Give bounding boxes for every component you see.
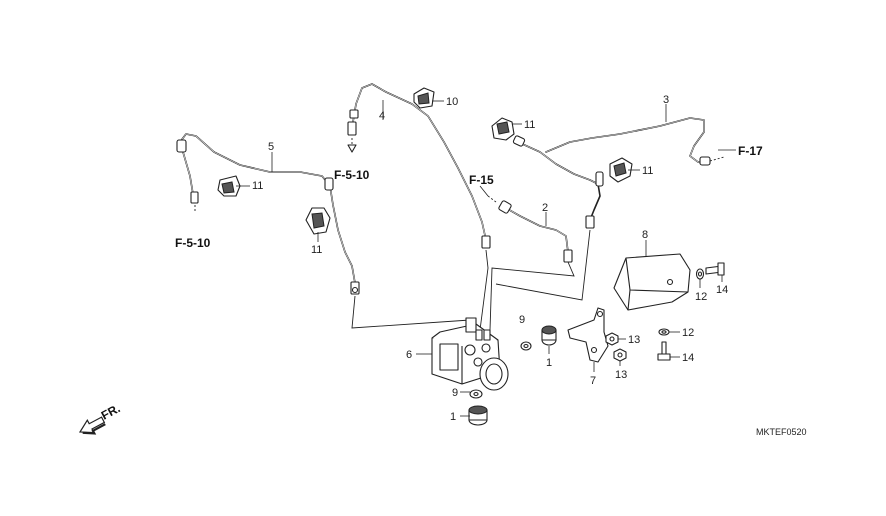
pipe-clip-11c — [491, 117, 515, 141]
washer-12a — [695, 268, 705, 280]
callout-8: 8 — [642, 229, 648, 241]
ref-f-5-10-top: F-5-10 — [334, 168, 370, 182]
callout-9: 9 — [452, 387, 458, 399]
ref-f-17: F-17 — [738, 144, 763, 158]
callout-11: 11 — [642, 165, 653, 177]
diagram-code: MKTEF0520 — [756, 427, 807, 437]
callout-13: 13 — [628, 334, 640, 346]
ref-f-15: F-15 — [469, 173, 494, 187]
callout-5: 5 — [268, 141, 274, 153]
nut-13a — [605, 332, 619, 346]
grommet-10 — [413, 87, 435, 109]
brake-pipe-4 — [347, 83, 491, 249]
callout-2: 2 — [542, 202, 548, 214]
callout-11: 11 — [311, 244, 322, 256]
collar-9b — [469, 389, 483, 399]
callout-13: 13 — [615, 369, 627, 381]
nut-13b — [613, 348, 627, 362]
callout-3: 3 — [663, 94, 669, 106]
callout-12: 12 — [682, 327, 694, 339]
washer-12b — [658, 328, 670, 336]
ref-f-5-10-left: F-5-10 — [175, 236, 211, 250]
bolt-14a — [705, 262, 725, 276]
pipe-clip-11b — [305, 207, 331, 235]
brake-pipe-3 — [512, 117, 725, 229]
callout-9: 9 — [519, 314, 525, 326]
grommet-1a — [541, 325, 557, 346]
callout-6: 6 — [406, 349, 412, 361]
callout-1: 1 — [546, 357, 552, 369]
collar-9a — [520, 341, 532, 351]
abs-cover-8 — [613, 253, 691, 311]
connection-lines — [351, 229, 591, 331]
callout-7: 7 — [590, 375, 596, 387]
callout-14: 14 — [716, 284, 728, 296]
pipe-clip-11d — [609, 157, 633, 183]
callout-12: 12 — [695, 291, 707, 303]
callout-1: 1 — [450, 411, 456, 423]
brake-pipe-5 — [176, 133, 360, 295]
abs-modulator-6 — [431, 317, 509, 391]
callout-10: 10 — [446, 96, 458, 108]
grommet-1b — [468, 405, 488, 426]
callout-4: 4 — [379, 110, 385, 122]
callout-11: 11 — [252, 180, 263, 192]
front-direction-arrow — [78, 416, 106, 435]
pipe-clip-11a — [217, 175, 241, 197]
bolt-14b — [657, 341, 671, 361]
bracket-7 — [567, 307, 609, 363]
leader-lines — [236, 100, 736, 417]
brake-pipe-2 — [487, 195, 573, 263]
callout-11: 11 — [524, 119, 535, 131]
callout-14: 14 — [682, 352, 694, 364]
